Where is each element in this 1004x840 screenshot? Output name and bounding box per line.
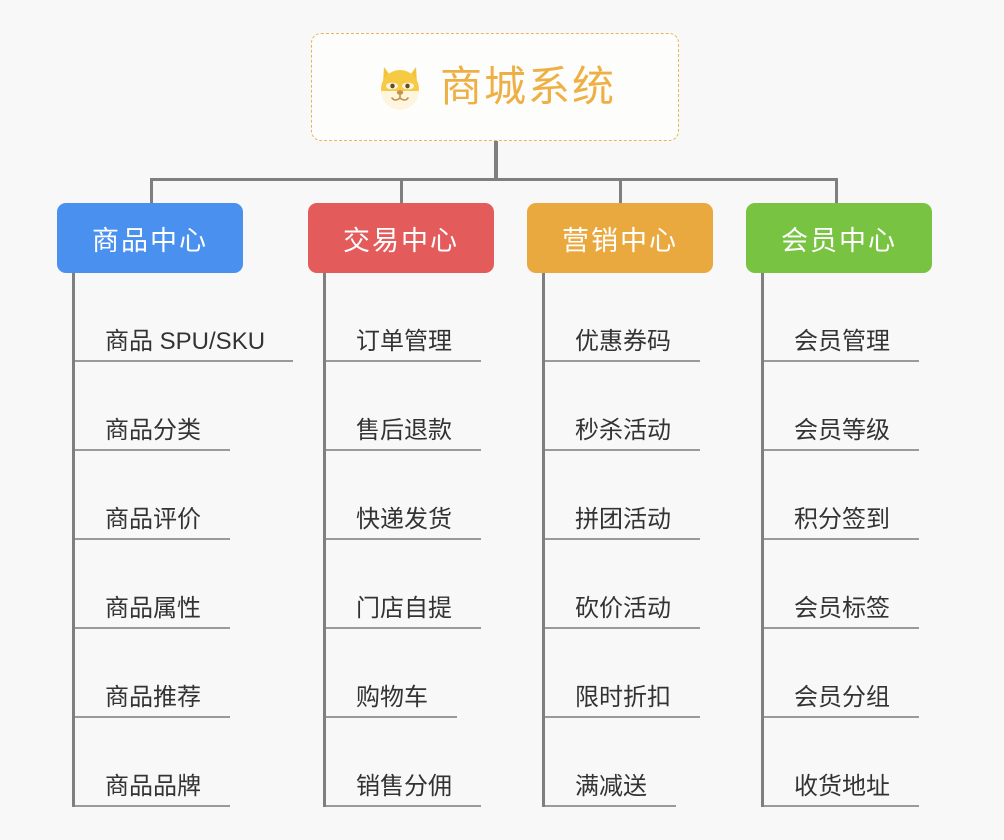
list-item-label: 商品品牌 xyxy=(105,773,201,801)
item-underline xyxy=(764,449,919,451)
leaf-list-交易中心: 订单管理 售后退款 快递发货 门店自提 购物车 销售分佣 xyxy=(323,273,558,807)
item-underline xyxy=(326,716,457,718)
list-item[interactable]: 门店自提 xyxy=(326,540,558,629)
item-underline xyxy=(764,360,919,362)
item-underline xyxy=(75,716,230,718)
list-item[interactable]: 商品属性 xyxy=(75,540,307,629)
item-underline xyxy=(545,627,700,629)
item-underline xyxy=(764,538,919,540)
list-item[interactable]: 会员分组 xyxy=(764,629,996,718)
list-item[interactable]: 会员管理 xyxy=(764,273,996,362)
item-underline xyxy=(545,360,700,362)
item-underline xyxy=(545,716,700,718)
category-label: 交易中心 xyxy=(343,225,459,256)
shiba-dog-face-icon xyxy=(374,61,426,113)
connector-drop-会员中心 xyxy=(835,178,838,206)
connector-horizontal-bus xyxy=(150,178,838,181)
item-underline xyxy=(326,538,481,540)
connector-root-stem xyxy=(494,141,498,181)
item-underline xyxy=(75,538,230,540)
connector-drop-交易中心 xyxy=(400,178,403,206)
list-item[interactable]: 收货地址 xyxy=(764,718,996,807)
item-underline xyxy=(75,360,293,362)
list-item-label: 会员标签 xyxy=(794,595,890,623)
list-item[interactable]: 购物车 xyxy=(326,629,558,718)
list-item-label: 门店自提 xyxy=(356,595,452,623)
column-商品中心: 商品中心 商品 SPU/SKU 商品分类 商品评价 商品属性 商品推荐 xyxy=(57,203,307,807)
list-item-label: 拼团活动 xyxy=(575,506,671,534)
category-header-会员中心[interactable]: 会员中心 xyxy=(746,203,932,273)
category-label: 商品中心 xyxy=(92,225,208,256)
leaf-list-商品中心: 商品 SPU/SKU 商品分类 商品评价 商品属性 商品推荐 商品品牌 xyxy=(72,273,307,807)
list-item-label: 优惠券码 xyxy=(575,328,671,356)
list-item[interactable]: 快递发货 xyxy=(326,451,558,540)
column-会员中心: 会员中心 会员管理 会员等级 积分签到 会员标签 会员分组 xyxy=(746,203,996,807)
list-item-label: 会员管理 xyxy=(794,328,890,356)
list-item-label: 订单管理 xyxy=(356,328,452,356)
root-node[interactable]: 商城系统 xyxy=(311,33,679,141)
list-item[interactable]: 销售分佣 xyxy=(326,718,558,807)
connector-drop-商品中心 xyxy=(150,178,153,206)
list-item-label: 满减送 xyxy=(575,773,647,801)
item-underline xyxy=(326,805,481,807)
list-item[interactable]: 商品 SPU/SKU xyxy=(75,273,307,362)
list-item[interactable]: 订单管理 xyxy=(326,273,558,362)
list-item-label: 销售分佣 xyxy=(356,773,452,801)
item-underline xyxy=(545,449,700,451)
list-item-label: 商品推荐 xyxy=(105,684,201,712)
list-item-label: 积分签到 xyxy=(794,506,890,534)
list-item-label: 商品分类 xyxy=(105,417,201,445)
list-item[interactable]: 砍价活动 xyxy=(545,540,777,629)
item-underline xyxy=(764,805,919,807)
list-item[interactable]: 会员标签 xyxy=(764,540,996,629)
list-item[interactable]: 会员等级 xyxy=(764,362,996,451)
list-item[interactable]: 秒杀活动 xyxy=(545,362,777,451)
list-item-label: 商品评价 xyxy=(105,506,201,534)
list-item[interactable]: 售后退款 xyxy=(326,362,558,451)
category-label: 营销中心 xyxy=(562,225,678,256)
list-item-label: 快递发货 xyxy=(356,506,452,534)
list-item-label: 秒杀活动 xyxy=(575,417,671,445)
list-item[interactable]: 限时折扣 xyxy=(545,629,777,718)
category-header-交易中心[interactable]: 交易中心 xyxy=(308,203,494,273)
item-underline xyxy=(75,627,230,629)
root-title: 商城系统 xyxy=(439,63,616,110)
column-交易中心: 交易中心 订单管理 售后退款 快递发货 门店自提 购物车 xyxy=(308,203,558,807)
list-item[interactable]: 满减送 xyxy=(545,718,777,807)
list-item-label: 会员分组 xyxy=(794,684,890,712)
category-header-营销中心[interactable]: 营销中心 xyxy=(527,203,713,273)
item-underline xyxy=(764,716,919,718)
list-item-label: 收货地址 xyxy=(794,773,890,801)
list-item-label: 限时折扣 xyxy=(575,684,671,712)
list-item[interactable]: 优惠券码 xyxy=(545,273,777,362)
list-item[interactable]: 商品分类 xyxy=(75,362,307,451)
list-item-label: 售后退款 xyxy=(356,417,452,445)
list-item-label: 商品 SPU/SKU xyxy=(105,328,266,356)
item-underline xyxy=(326,360,481,362)
list-item-label: 商品属性 xyxy=(105,595,201,623)
column-营销中心: 营销中心 优惠券码 秒杀活动 拼团活动 砍价活动 限时折扣 xyxy=(527,203,777,807)
item-underline xyxy=(545,538,700,540)
item-underline xyxy=(326,449,481,451)
list-item[interactable]: 商品评价 xyxy=(75,451,307,540)
item-underline xyxy=(75,449,230,451)
list-item[interactable]: 积分签到 xyxy=(764,451,996,540)
list-item-label: 会员等级 xyxy=(794,417,890,445)
list-item[interactable]: 商品推荐 xyxy=(75,629,307,718)
list-item[interactable]: 拼团活动 xyxy=(545,451,777,540)
item-underline xyxy=(764,627,919,629)
list-item-label: 砍价活动 xyxy=(575,595,671,623)
list-item[interactable]: 商品品牌 xyxy=(75,718,307,807)
item-underline xyxy=(326,627,481,629)
leaf-list-会员中心: 会员管理 会员等级 积分签到 会员标签 会员分组 收货地址 xyxy=(761,273,996,807)
item-underline xyxy=(75,805,230,807)
leaf-list-营销中心: 优惠券码 秒杀活动 拼团活动 砍价活动 限时折扣 满减送 xyxy=(542,273,777,807)
item-underline xyxy=(545,805,676,807)
connector-drop-营销中心 xyxy=(619,178,622,206)
list-item-label: 购物车 xyxy=(356,684,428,712)
category-label: 会员中心 xyxy=(781,225,897,256)
category-header-商品中心[interactable]: 商品中心 xyxy=(57,203,243,273)
